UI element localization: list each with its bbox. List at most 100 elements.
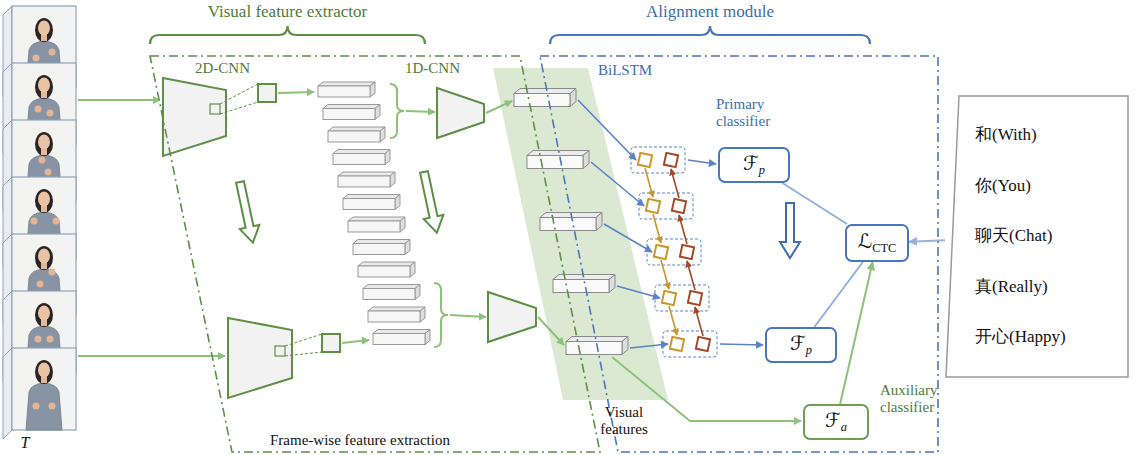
layer-label: BiLSTM <box>598 62 678 79</box>
classifier-box: ℱp <box>765 327 837 363</box>
flow-arrow <box>630 344 668 348</box>
feature-block <box>318 82 375 97</box>
layer-label: 1D-CNN <box>405 60 485 77</box>
box-symbol: ℱa <box>825 409 847 434</box>
frame-edge <box>3 348 12 439</box>
axis-label: T <box>17 434 33 452</box>
flow-arrow <box>78 99 160 101</box>
math-symbol: ℱ <box>825 408 841 432</box>
caption-label: Frame-wise feature extraction <box>240 432 480 449</box>
classifier-label: Primary classifier <box>716 96 792 131</box>
backward-arrow <box>687 261 695 290</box>
hand <box>33 403 40 410</box>
projection-line <box>220 84 258 104</box>
lstm-pair <box>639 193 693 219</box>
feature-label: Visual features <box>593 404 655 439</box>
classifier-label-anchor: Auxiliary classifier <box>880 382 944 417</box>
flow-arrow <box>406 111 435 112</box>
hand <box>35 106 42 113</box>
projection-line <box>285 334 322 346</box>
gloss-word: 开心(Happy) <box>975 327 1066 347</box>
classifier-box: ℱp <box>718 147 790 183</box>
flow-arrow <box>720 344 763 345</box>
cnn-1d-trapezoid <box>437 88 484 138</box>
gloss-word: 真(Really) <box>975 277 1048 297</box>
flow-arrow <box>604 224 652 252</box>
box-symbol: ℒCTC <box>858 230 897 255</box>
feature-block <box>368 307 425 322</box>
lstm-pair <box>647 239 701 265</box>
hand <box>47 336 54 343</box>
connector <box>840 262 873 404</box>
layer-label: 2D-CNN <box>195 60 275 77</box>
math-subscript: CTC <box>872 241 896 255</box>
feature-block <box>338 172 395 187</box>
flow-arrow <box>486 101 512 113</box>
hollow-arrow <box>414 170 446 235</box>
feature-label-anchor: Visual features <box>593 404 655 439</box>
region-bracket <box>150 26 425 44</box>
frame-feature-stack <box>318 82 430 345</box>
cnn-trapezoid <box>228 318 292 398</box>
visual-features <box>514 89 628 355</box>
flow-arrow <box>450 315 486 317</box>
hollow-arrow <box>780 203 800 258</box>
box-symbol: ℱp <box>743 152 765 177</box>
connector <box>814 262 862 327</box>
loss-box: ℒCTC <box>845 224 909 262</box>
layer-label-anchor: 1D-CNN <box>405 60 485 77</box>
hand <box>39 157 46 164</box>
gloss-word: 和(With) <box>975 125 1037 145</box>
feature-block <box>323 105 380 120</box>
hand <box>47 110 54 117</box>
lstm-pair <box>655 285 709 311</box>
backward-arrow <box>679 215 687 244</box>
cnn-trapezoid <box>163 78 226 156</box>
lstm-pair <box>663 331 717 357</box>
flow-arrow <box>538 317 564 345</box>
region-border <box>150 56 600 452</box>
flow-arrow <box>78 355 225 357</box>
lstm-pair <box>631 147 685 173</box>
cnn-1d-trapezoid <box>488 292 536 342</box>
hand <box>31 218 38 225</box>
feature-block <box>343 195 400 210</box>
signer <box>12 348 76 430</box>
connector <box>782 183 847 224</box>
caption-label-anchor: Frame-wise feature extraction <box>240 432 480 449</box>
feature-block <box>348 217 405 232</box>
visual-feature-block <box>527 151 589 169</box>
bilstm <box>631 147 717 357</box>
hand <box>49 403 56 410</box>
feature-block <box>358 262 415 277</box>
axis-label-anchor: T <box>17 434 33 452</box>
feature-to-lstm-arrows <box>578 100 668 348</box>
region-heading: Visual feature extractor <box>150 0 425 22</box>
hollow-arrow <box>230 180 262 245</box>
flow-arrow <box>591 162 644 206</box>
hand <box>49 49 56 56</box>
region-heading: Alignment module <box>550 0 870 22</box>
classifier-label-anchor: Primary classifier <box>716 96 792 131</box>
feature-block <box>363 285 420 300</box>
curly-brace <box>434 283 448 347</box>
curly-brace <box>390 84 404 138</box>
projection-line <box>220 102 258 114</box>
layer-label-anchor: 2D-CNN <box>195 60 275 77</box>
forward-arrow <box>661 260 669 289</box>
feature-block <box>353 240 410 255</box>
cnn-2d <box>163 78 314 156</box>
backward-arrow <box>671 169 679 198</box>
math-symbol: ℒ <box>858 229 872 253</box>
flow-arrow <box>688 160 716 164</box>
feature-block <box>373 330 430 345</box>
math-symbol: ℱ <box>743 151 759 175</box>
layer-label-anchor: BiLSTM <box>598 62 678 79</box>
connector <box>909 240 945 241</box>
video-frame <box>3 348 76 439</box>
forward-arrow <box>653 214 661 243</box>
feature-block <box>333 150 390 165</box>
math-subscript: a <box>841 420 847 434</box>
box-symbol: ℱp <box>790 332 812 357</box>
